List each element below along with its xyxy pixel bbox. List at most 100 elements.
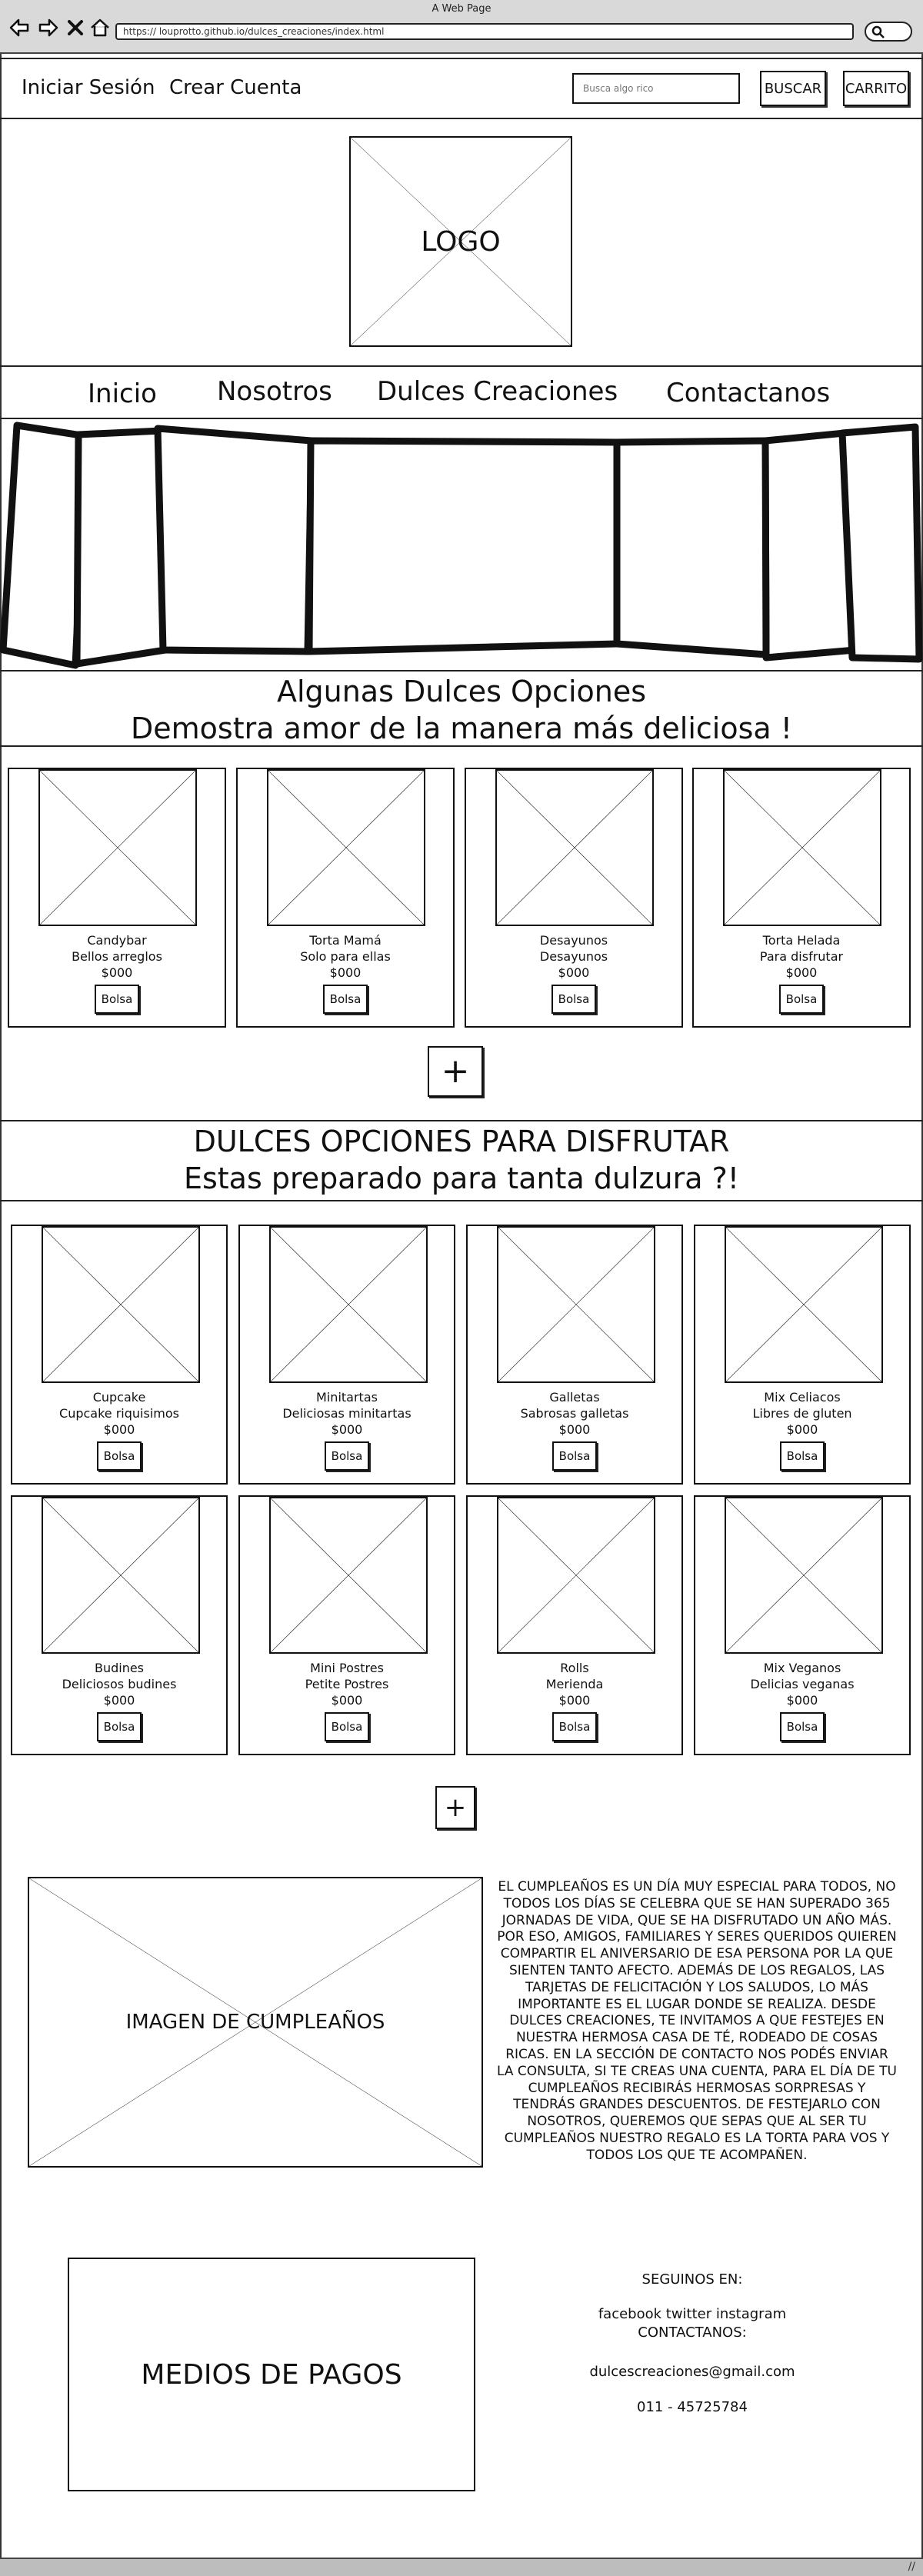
search-input[interactable] (572, 73, 740, 104)
add-to-bag-button[interactable]: Bolsa (780, 1712, 825, 1741)
back-icon[interactable] (9, 17, 31, 38)
contact-heading: CONTACTANOS: (638, 2324, 747, 2341)
product-name: Rolls (560, 1661, 589, 1675)
product-name: Candybar (87, 933, 147, 948)
image-placeholder-icon (497, 771, 652, 925)
add-to-bag-button[interactable]: Bolsa (779, 985, 824, 1014)
image-placeholder-icon (268, 771, 424, 925)
product-description: Deliciosos budines (62, 1677, 177, 1691)
show-more-button[interactable]: + (428, 1046, 483, 1097)
image-placeholder-icon (351, 138, 571, 345)
product-description: Deliciosas minitartas (282, 1406, 412, 1421)
search-icon (871, 25, 885, 38)
home-icon[interactable] (89, 17, 111, 38)
product-image (269, 1226, 428, 1383)
product-description: Libres de gluten (752, 1406, 852, 1421)
section-2-header: DULCES OPCIONES PARA DISFRUTAR Estas pre… (0, 1120, 923, 1201)
product-price: $000 (558, 1693, 591, 1708)
address-bar[interactable]: https:// louprotto.github.io/dulces_crea… (115, 23, 854, 40)
carousel-slide-left-near (154, 425, 315, 655)
login-link[interactable]: Iniciar Sesión (22, 76, 155, 99)
cart-button[interactable]: CARRITO (843, 71, 909, 106)
carousel-slide-left-far (0, 422, 90, 669)
signup-link[interactable]: Crear Cuenta (169, 76, 302, 99)
product-image (725, 1226, 883, 1383)
product-price: $000 (785, 965, 818, 980)
payment-methods-box: MEDIOS DE PAGOS (68, 2258, 475, 2491)
carousel-slides (0, 422, 923, 669)
browser-search-field[interactable] (865, 22, 912, 42)
section-1-header: Algunas Dulces Opciones Demostra amor de… (0, 671, 923, 747)
product-image (723, 769, 881, 926)
image-placeholder-icon (498, 1498, 654, 1652)
product-image (725, 1497, 883, 1654)
product-description: Para disfrutar (759, 949, 844, 964)
logo-label: LOGO (421, 225, 501, 258)
birthday-description: EL CUMPLEAÑOS ES UN DÍA MUY ESPECIAL PAR… (497, 1879, 897, 2163)
product-price: $000 (329, 965, 362, 980)
image-placeholder-icon (40, 771, 195, 925)
window-title: A Web Page (432, 3, 491, 15)
birthday-image-label: IMAGEN DE CUMPLEAÑOS (125, 2011, 385, 2034)
add-to-bag-button[interactable]: Bolsa (325, 1712, 369, 1741)
product-description: Petite Postres (305, 1677, 389, 1691)
product-price: $000 (331, 1693, 363, 1708)
image-placeholder-icon (726, 1498, 881, 1652)
image-placeholder-icon (271, 1228, 426, 1381)
add-to-bag-button[interactable]: Bolsa (780, 1441, 825, 1471)
nav-item-inicio[interactable]: Inicio (88, 378, 157, 409)
social-links[interactable]: facebook twitter instagram (598, 2306, 787, 2322)
add-to-bag-button[interactable]: Bolsa (97, 1712, 142, 1741)
birthday-image: IMAGEN DE CUMPLEAÑOS (28, 1877, 483, 2168)
carousel-slide-right-far (838, 423, 923, 663)
product-name: Torta Helada (762, 933, 841, 948)
nav-item-dulces-creaciones[interactable]: Dulces Creaciones (377, 376, 618, 407)
product-name: Galletas (549, 1390, 600, 1405)
search-button[interactable]: BUSCAR (760, 71, 826, 106)
section-1-subtitle: Demostra amor de la manera más deliciosa… (131, 711, 792, 745)
image-carousel[interactable] (0, 419, 923, 671)
product-description: Solo para ellas (300, 949, 391, 964)
payment-methods-label: MEDIOS DE PAGOS (141, 2358, 402, 2391)
add-to-bag-button[interactable]: Bolsa (551, 985, 596, 1014)
image-placeholder-icon (43, 1498, 198, 1652)
add-to-bag-button[interactable]: Bolsa (97, 1441, 142, 1471)
add-to-bag-button[interactable]: Bolsa (552, 1441, 597, 1471)
image-placeholder-icon (271, 1498, 426, 1652)
contact-phone: 011 - 45725784 (637, 2399, 748, 2415)
site-header (0, 58, 923, 119)
add-to-bag-button[interactable]: Bolsa (325, 1441, 369, 1471)
product-name: Mix Celiacos (764, 1390, 841, 1405)
product-name: Budines (94, 1661, 145, 1675)
product-description: Delicias veganas (750, 1677, 855, 1691)
product-price: $000 (558, 1422, 591, 1437)
image-placeholder-icon (725, 771, 880, 925)
image-placeholder-icon (43, 1228, 198, 1381)
show-more-button-2[interactable]: + (435, 1786, 475, 1829)
contact-email[interactable]: dulcescreaciones@gmail.com (589, 2364, 795, 2380)
product-description: Sabrosas galletas (520, 1406, 629, 1421)
product-description: Desayunos (539, 949, 608, 964)
add-to-bag-button[interactable]: Bolsa (95, 985, 139, 1014)
section-2-title: DULCES OPCIONES PARA DISFRUTAR (193, 1125, 730, 1158)
main-nav (0, 367, 923, 419)
resize-grip-icon[interactable]: // (908, 2561, 915, 2573)
product-description: Bellos arreglos (72, 949, 162, 964)
carousel-slide-right-near (611, 437, 770, 658)
nav-item-contactanos[interactable]: Contactanos (666, 378, 831, 408)
add-to-bag-button[interactable]: Bolsa (552, 1712, 597, 1741)
product-price: $000 (101, 965, 133, 980)
close-icon[interactable] (65, 17, 86, 38)
nav-item-nosotros[interactable]: Nosotros (217, 376, 332, 407)
product-name: Minitartas (316, 1390, 378, 1405)
forward-icon[interactable] (37, 17, 58, 38)
add-to-bag-button[interactable]: Bolsa (323, 985, 368, 1014)
section-2-subtitle: Estas preparado para tanta dulzura ?! (183, 1161, 740, 1195)
product-image (497, 1226, 655, 1383)
